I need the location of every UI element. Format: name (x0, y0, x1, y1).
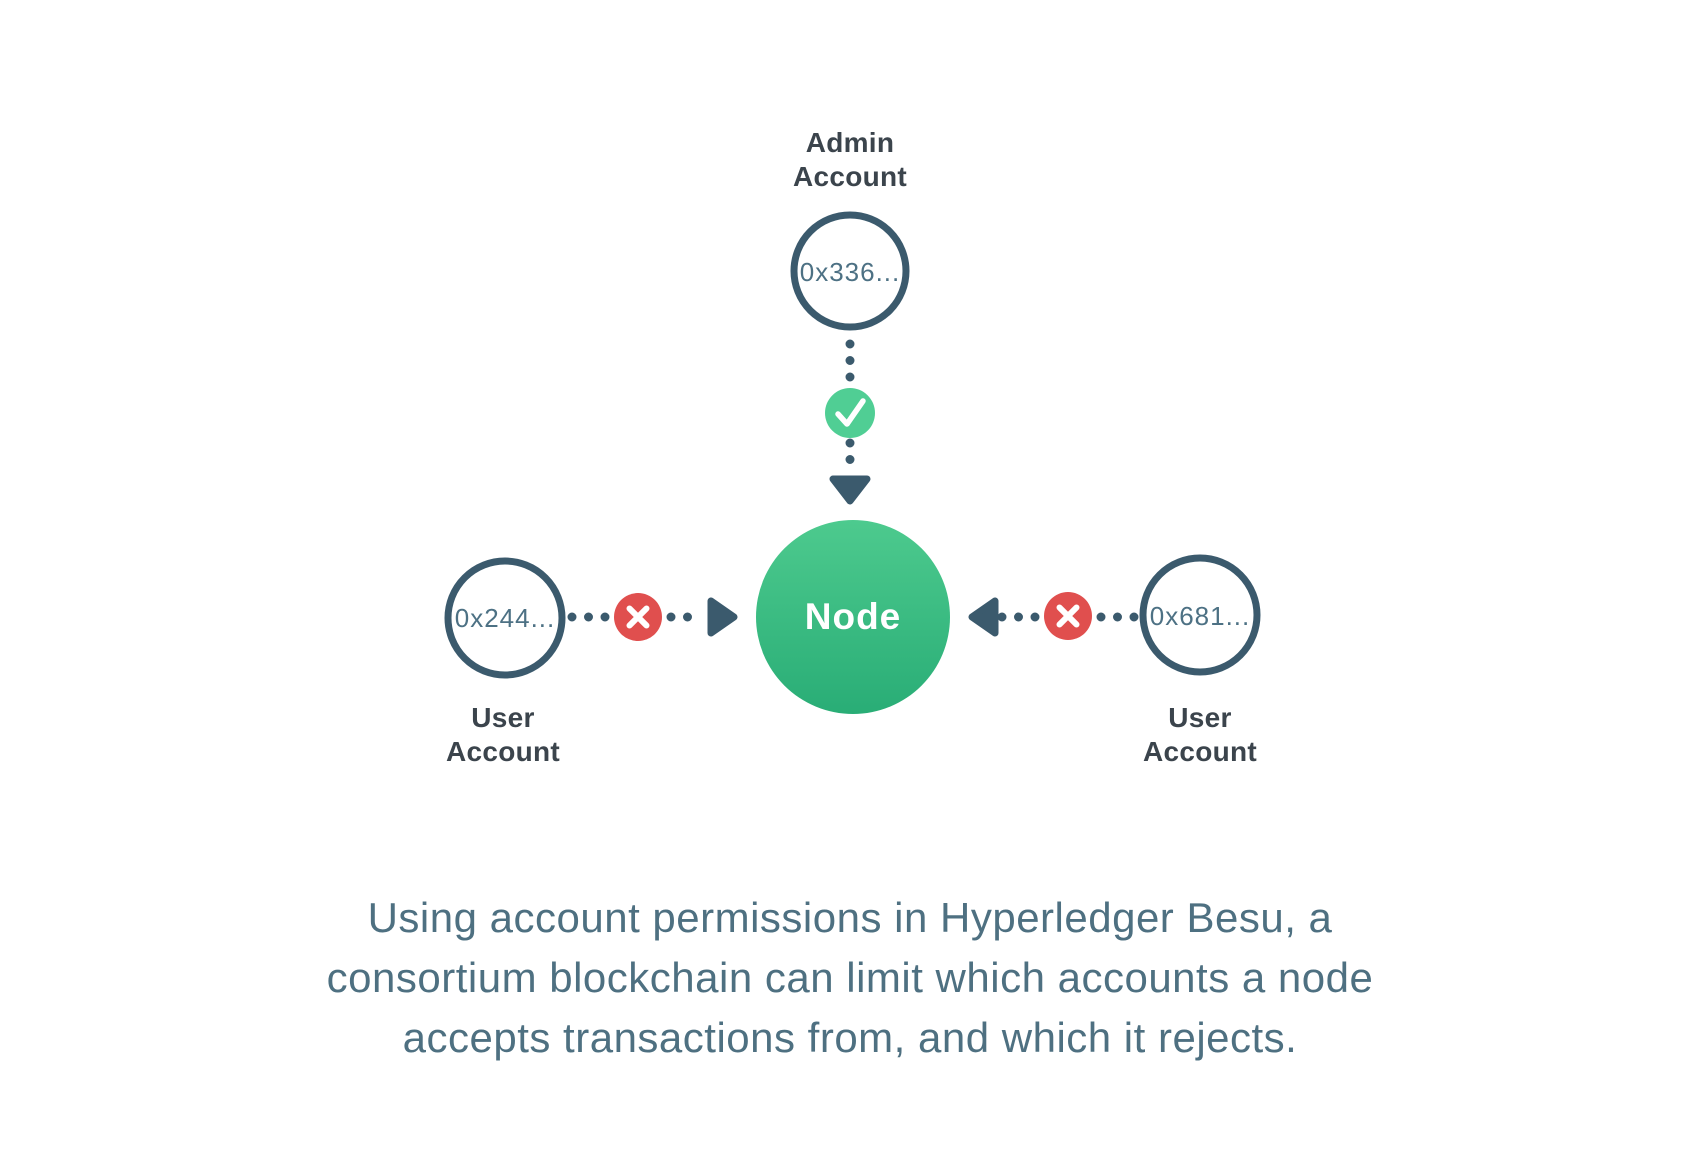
user-left-label-line2: Account (445, 736, 561, 767)
admin-account-label-line1: Admin (805, 127, 895, 158)
cross-icon-right (1056, 604, 1080, 628)
admin-account-label-line2: Account (792, 161, 908, 192)
arrowhead-left-icon (968, 597, 999, 637)
cross-icon-left (626, 605, 650, 629)
caption: Using account permissions in Hyperledger… (250, 888, 1450, 1068)
user-account-circle-right (1139, 554, 1261, 676)
node-circle (756, 520, 950, 714)
user-account-address-right: 0x681... (1149, 601, 1251, 631)
user-right-label-line2: Account (1142, 736, 1258, 767)
admin-account-label: Admin Account (750, 126, 950, 194)
caption-line-2: consortium blockchain can limit which ac… (326, 954, 1374, 1001)
user-left-label-line1: User (471, 702, 535, 733)
user-account-label-left: User Account (403, 701, 603, 769)
check-badge (825, 388, 875, 438)
caption-line-1: Using account permissions in Hyperledger… (367, 894, 1333, 941)
user-account-label-right: User Account (1100, 701, 1300, 769)
caption-line-3: accepts transactions from, and which it … (402, 1014, 1298, 1061)
admin-account-address: 0x336... (799, 257, 901, 287)
user-right-label-line1: User (1168, 702, 1232, 733)
admin-account-circle (790, 211, 910, 331)
arrowhead-down-icon (829, 475, 871, 505)
arrowhead-right-icon (707, 597, 738, 637)
user-account-circle-left (444, 557, 566, 679)
node-label: Node (804, 596, 902, 637)
check-icon (835, 398, 866, 427)
user-account-address-left: 0x244... (454, 603, 556, 633)
